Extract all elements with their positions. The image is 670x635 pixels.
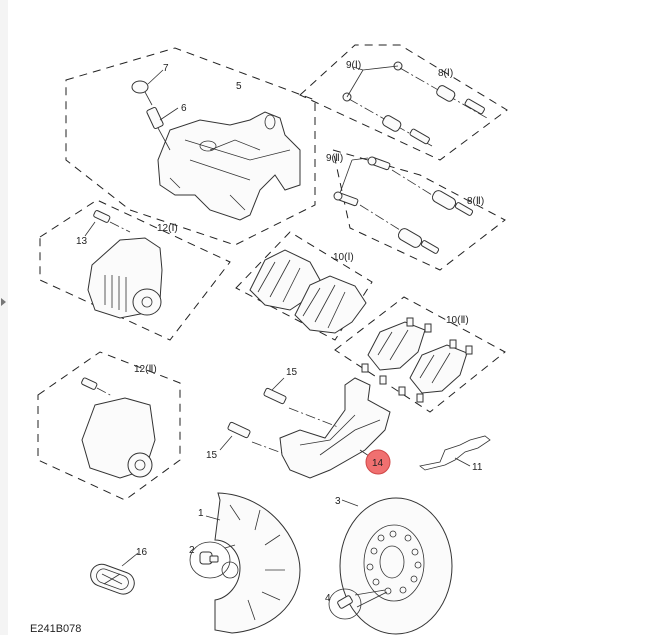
callout-14: 14 xyxy=(372,458,384,469)
dust-shield-1[interactable] xyxy=(214,492,301,634)
callout-15-a: 15 xyxy=(286,367,298,378)
callout-6: 6 xyxy=(181,103,187,114)
brake-pad-10-I-b[interactable] xyxy=(294,275,367,334)
leader-4 xyxy=(356,591,388,608)
pad-clip xyxy=(465,345,473,355)
spring-clip-11[interactable] xyxy=(419,435,491,471)
figure-id: E241B078 xyxy=(30,623,82,635)
bolt-13[interactable] xyxy=(93,210,111,223)
leader-13 xyxy=(84,221,96,237)
group-outline-10-II xyxy=(334,296,506,413)
bleed-screw-6[interactable] xyxy=(146,106,171,151)
leader-9-I-b xyxy=(346,69,364,98)
dust-cap-7[interactable] xyxy=(131,80,149,94)
callout-8-II: 8(Ⅱ) xyxy=(467,196,484,207)
callout-5: 5 xyxy=(236,81,242,92)
callout-2: 2 xyxy=(189,545,195,556)
axis-line xyxy=(144,91,153,106)
bolt-15-b[interactable] xyxy=(227,421,251,439)
callout-14-highlight[interactable] xyxy=(365,449,391,475)
group-pads-10-I: 10(Ⅰ) xyxy=(235,231,373,341)
leader-9-II-b xyxy=(351,157,369,161)
motor-12-II[interactable] xyxy=(81,397,156,479)
bolt-9-II-b[interactable] xyxy=(333,191,359,207)
caliper-carrier-14[interactable] xyxy=(279,377,391,479)
leader-7 xyxy=(147,69,164,85)
leader-16 xyxy=(121,552,139,567)
callout-1: 1 xyxy=(198,508,204,519)
callout-13: 13 xyxy=(76,236,88,247)
group-outline-12-II xyxy=(37,351,181,501)
leader-3 xyxy=(341,499,359,507)
callout-8-I: 8(Ⅰ) xyxy=(438,68,453,79)
callout-9-II: 9(Ⅱ) xyxy=(326,153,343,164)
callout-9-I: 9(Ⅰ) xyxy=(346,60,361,71)
axis-line xyxy=(251,441,283,454)
brake-pad-10-II-b[interactable] xyxy=(409,344,468,394)
group-outline-12-I xyxy=(39,199,231,341)
pad-clip xyxy=(406,317,414,327)
group-outline-5 xyxy=(65,47,316,246)
pad-clip xyxy=(449,339,457,349)
pad-clip xyxy=(424,323,432,333)
pad-clip xyxy=(379,375,387,385)
callout-15-b: 15 xyxy=(206,450,218,461)
group-caliper-5: 5 6 7 xyxy=(65,47,316,246)
callout-12-II: 12(Ⅱ) xyxy=(134,364,157,375)
pad-clip xyxy=(416,393,424,403)
guide-pin-8-I-a[interactable] xyxy=(435,84,485,115)
callout-3: 3 xyxy=(335,496,341,507)
boot-8-II-a[interactable] xyxy=(431,189,474,216)
leader-15-b xyxy=(219,435,233,451)
callout-4: 4 xyxy=(325,593,331,604)
group-pads-10-II: 10(Ⅱ) xyxy=(334,296,506,413)
motor-12-I[interactable] xyxy=(87,237,163,319)
leader-15-a xyxy=(271,377,285,391)
bolt-9-II-a[interactable] xyxy=(367,156,391,171)
callout-7: 7 xyxy=(163,63,169,74)
axis-line xyxy=(288,407,339,428)
group-outline-10-I xyxy=(235,231,373,341)
expand-arrow-icon[interactable] xyxy=(1,298,6,306)
brake-pad-10-II-a[interactable] xyxy=(367,321,426,371)
pad-clip xyxy=(361,363,369,373)
leader-1 xyxy=(205,515,221,521)
boot-8-II-b[interactable] xyxy=(397,227,440,254)
caliper-body[interactable] xyxy=(157,111,301,221)
leader-9-II-a xyxy=(339,159,353,194)
bolt-15-a[interactable] xyxy=(263,387,287,405)
screw-4-detail[interactable] xyxy=(328,588,362,620)
leader-2 xyxy=(224,544,236,549)
group-guide-pins-I: 9(Ⅰ) 8(Ⅰ) xyxy=(299,44,508,161)
callout-10-II: 10(Ⅱ) xyxy=(446,315,469,326)
guide-pin-8-I-b[interactable] xyxy=(381,114,430,145)
scroll-edge xyxy=(0,0,8,635)
callout-12-I: 12(Ⅰ) xyxy=(157,223,178,234)
group-motor-12-II: 12(Ⅱ) xyxy=(37,351,181,501)
bolt-12-II[interactable] xyxy=(81,377,98,390)
callout-11: 11 xyxy=(472,462,483,473)
leader-11 xyxy=(454,457,471,467)
leader-6 xyxy=(159,107,179,121)
bolt-2-detail[interactable] xyxy=(189,541,231,579)
group-guide-pins-II: 9(Ⅱ) 8(Ⅱ) xyxy=(326,149,506,271)
pad-clip xyxy=(398,386,406,396)
group-outline-8-9-I xyxy=(299,44,508,161)
grommet-16[interactable] xyxy=(88,561,138,597)
callout-10-I: 10(Ⅰ) xyxy=(333,252,354,263)
brake-disc-3[interactable] xyxy=(339,497,453,635)
group-outline-8-9-II xyxy=(332,149,506,271)
group-motor-12-I: 13 12(Ⅰ) xyxy=(39,199,231,341)
callout-16: 16 xyxy=(136,547,148,558)
leader-4 xyxy=(354,589,386,596)
